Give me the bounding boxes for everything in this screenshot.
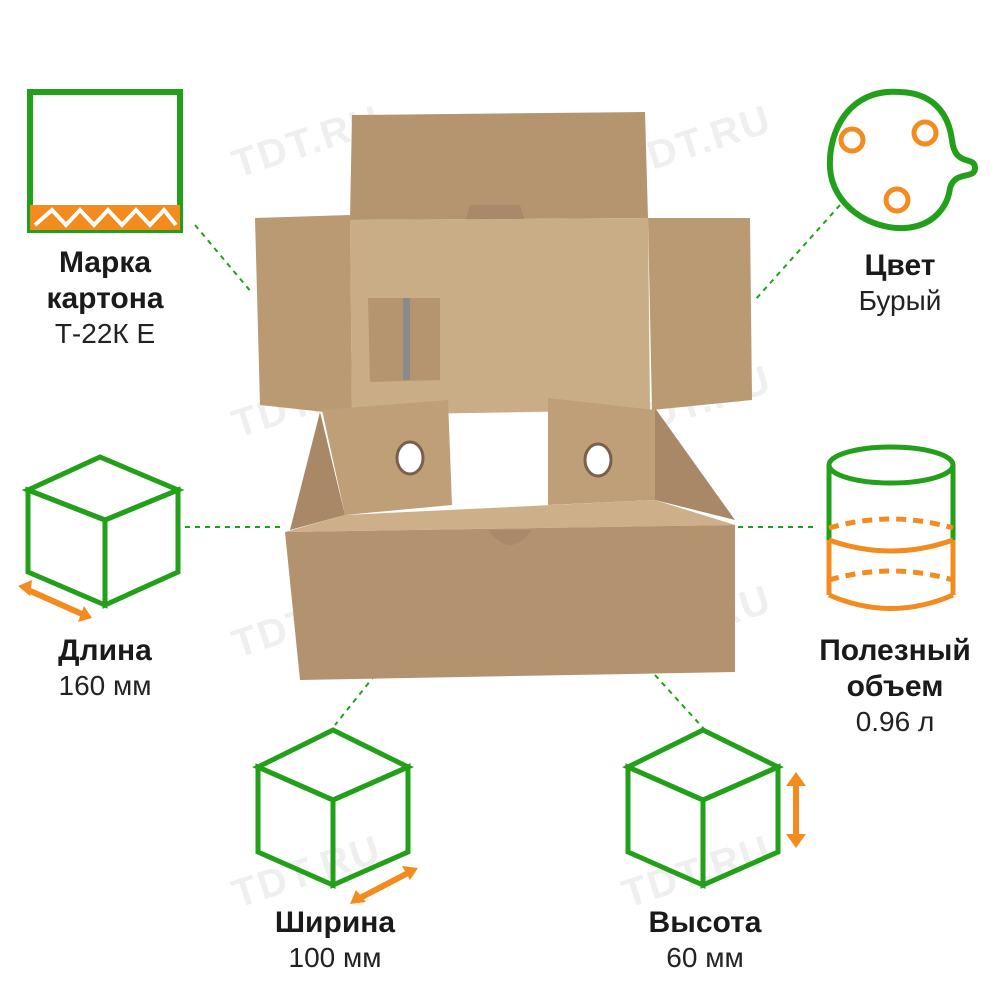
palette-icon (826, 88, 979, 232)
cube-width-icon (252, 727, 418, 904)
spec-length: Длина 160 мм (10, 633, 200, 703)
spec-value: 160 мм (58, 670, 152, 701)
spec-volume: Полезный объем 0.96 л (800, 633, 990, 739)
spec-title: Ширина (274, 906, 396, 939)
spec-title: Длина (58, 634, 152, 667)
connector-lines (185, 204, 841, 731)
cube-length-icon (18, 454, 185, 622)
spec-value: 60 мм (666, 942, 744, 973)
spec-title: объем (846, 670, 944, 703)
spec-height: Высота 60 мм (605, 905, 805, 975)
spec-title: картона (46, 282, 164, 315)
spec-color: Цвет Бурый (820, 248, 980, 318)
kraft-box-image (255, 112, 752, 680)
corrugated-board-icon (27, 89, 183, 233)
cube-height-icon (622, 727, 806, 889)
spec-value: 100 мм (288, 942, 382, 973)
spec-title: Полезный (819, 634, 971, 667)
spec-value: Т-22К Е (54, 318, 156, 349)
spec-title: Высота (648, 906, 762, 939)
spec-title: Цвет (864, 249, 936, 282)
spec-carton-grade: Марка картона Т-22К Е (10, 245, 200, 351)
spec-value: Бурый (858, 285, 942, 316)
spec-title: Марка (58, 246, 152, 279)
spec-value: 0.96 л (855, 706, 935, 737)
cylinder-volume-icon (826, 444, 956, 611)
spec-width: Ширина 100 мм (235, 905, 435, 975)
